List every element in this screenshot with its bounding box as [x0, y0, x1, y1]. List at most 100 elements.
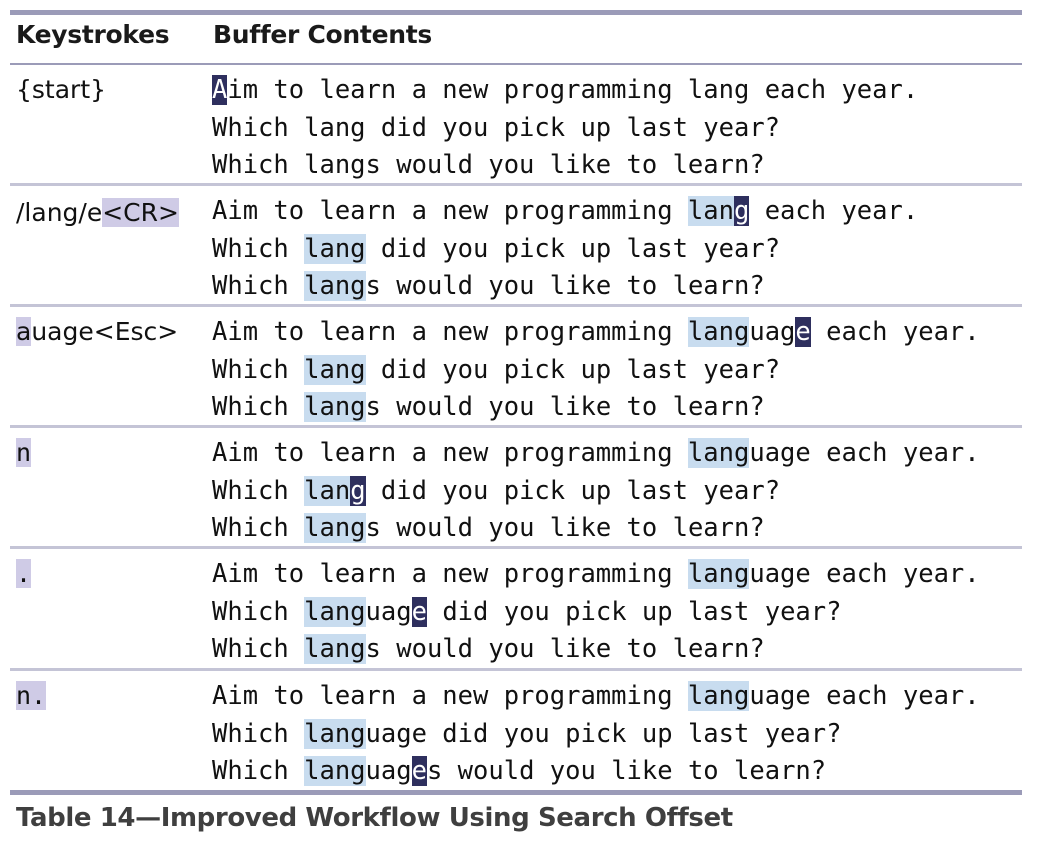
search-match-highlight: lan: [304, 475, 351, 506]
cursor: g: [733, 196, 750, 226]
buffer-text: did you pick up last year?: [426, 596, 842, 627]
table-caption: Table 14—Improved Workflow Using Search …: [16, 803, 733, 833]
cursor: e: [795, 317, 811, 347]
key-highlight: .: [16, 559, 32, 588]
buffer-text: uag: [365, 596, 412, 627]
buffer-text: did you pick up last year?: [365, 354, 781, 385]
search-match-highlight: lang: [304, 271, 366, 301]
keystrokes-cell: auage<Esc>: [16, 314, 178, 350]
buffer-line: Which lang did you pick up last year?: [212, 110, 918, 148]
buffer-line: Which lang did you pick up last year?: [212, 473, 980, 511]
buffer-contents-cell: Aim to learn a new programming language …: [212, 435, 980, 548]
buffer-text: Which: [212, 718, 305, 749]
search-match-highlight: lang: [304, 233, 366, 264]
buffer-text: Aim to learn a new programming: [212, 438, 688, 468]
row-divider: [10, 304, 1022, 307]
buffer-contents-cell: Aim to learn a new programming lang each…: [212, 72, 918, 185]
buffer-line: Aim to learn a new programming lang each…: [212, 193, 918, 231]
buffer-text: s would you like to learn?: [426, 756, 827, 786]
keystrokes-cell: /lang/e<CR>: [16, 195, 179, 231]
cursor: A: [212, 75, 228, 105]
buffer-line: Which language did you pick up last year…: [212, 716, 980, 754]
key-highlight: n: [16, 438, 32, 467]
header-rule: [10, 63, 1022, 65]
search-match-highlight: lang: [304, 354, 366, 385]
buffer-text: Which: [212, 596, 305, 627]
buffer-text: uage each year.: [749, 559, 980, 589]
table-bottom-rule: [10, 790, 1022, 795]
buffer-text: Which: [212, 475, 305, 506]
cursor: e: [411, 756, 427, 786]
buffer-text: uag: [749, 317, 796, 347]
row-divider: [10, 425, 1022, 428]
buffer-text: im to learn a new programming lang each …: [227, 75, 919, 105]
buffer-contents-cell: Aim to learn a new programming language …: [212, 314, 980, 427]
search-match-highlight: lang: [687, 438, 750, 468]
buffer-line: Which languages would you like to learn?: [212, 753, 980, 791]
keystroke-text: /lang/e: [16, 198, 103, 227]
buffer-contents-cell: Aim to learn a new programming lang uage …: [212, 556, 980, 669]
buffer-text: s would you like to learn?: [365, 634, 765, 664]
buffer-line: Aim to learn a new programming lang each…: [212, 72, 918, 110]
buffer-line: Which lang did you pick up last year?: [212, 231, 918, 269]
buffer-text: Which: [212, 354, 305, 385]
search-match-highlight: lang: [304, 756, 366, 786]
buffer-text: Which: [212, 233, 305, 264]
buffer-text: Which: [212, 513, 305, 543]
buffer-line: Which lang did you pick up last year?: [212, 352, 980, 390]
buffer-line: Aim to learn a new programming language …: [212, 435, 980, 473]
buffer-text: Aim to learn a new programming: [212, 317, 688, 347]
search-match-highlight: lang: [304, 596, 366, 627]
buffer-text: Which lang did you pick up last year?: [212, 112, 781, 143]
buffer-line: Aim to learn a new programming language …: [212, 314, 980, 352]
buffer-line: Which langs would you like to learn?: [212, 389, 980, 427]
buffer-contents-cell: Aim to learn a new programming lang each…: [212, 193, 918, 306]
buffer-line: Which langs would you like to learn?: [212, 147, 918, 185]
keystrokes-cell: n: [16, 435, 32, 471]
keystrokes-header: Keystrokes: [16, 20, 170, 49]
buffer-text: Which: [212, 392, 305, 422]
buffer-text: Which: [212, 271, 305, 301]
search-match-highlight: lang: [304, 392, 366, 422]
row-divider: [10, 546, 1022, 549]
buffer-line: Aim to learn a new programming language …: [212, 556, 980, 594]
buffer-line: Which langs would you like to learn?: [212, 510, 980, 548]
buffer-text: Which: [212, 634, 305, 664]
buffer-text: Aim to learn a new programming: [212, 559, 688, 589]
buffer-text: did you pick up last year?: [365, 233, 781, 264]
buffer-text: s would you like to learn?: [365, 392, 765, 422]
search-match-highlight: lang: [304, 718, 366, 749]
buffer-text: uag: [365, 756, 412, 786]
buffer-text: uage each year.: [749, 681, 980, 711]
buffer-line: Which langs would you like to learn?: [212, 268, 918, 306]
row-divider: [10, 668, 1022, 671]
keystrokes-cell: n.: [16, 678, 47, 714]
search-match-highlight: lan: [687, 196, 734, 226]
buffer-line: Aim to learn a new programming language …: [212, 678, 980, 716]
table-top-rule: [10, 10, 1022, 15]
search-match-highlight: lang: [304, 513, 366, 543]
keystrokes-cell: {start}: [16, 72, 106, 108]
buffer-text: Which: [212, 756, 305, 786]
buffer-text: Aim to learn a new programming: [212, 196, 688, 226]
buffer-text: did you pick up last year?: [365, 475, 781, 506]
buffer-contents-cell: Aim to learn a new programming language …: [212, 678, 980, 791]
key-highlight: <CR>: [102, 198, 179, 227]
key-highlight: n.: [16, 681, 47, 710]
key-highlight: a: [16, 317, 32, 346]
buffer-text: each year.: [810, 317, 980, 347]
buffer-text: each year.: [749, 196, 919, 226]
keystroke-text: uage<Esc>: [31, 317, 179, 346]
buffer-text: Aim to learn a new programming: [212, 681, 688, 711]
search-match-highlight: lang: [304, 634, 366, 664]
keystrokes-cell: .: [16, 556, 32, 592]
keystroke-text: {start}: [16, 75, 107, 104]
buffer-text: s would you like to learn?: [365, 513, 765, 543]
buffer-text: uage did you pick up last year?: [365, 718, 842, 749]
row-divider: [10, 183, 1022, 186]
search-match-highlight: lang: [687, 317, 750, 347]
buffer-contents-header: Buffer Contents: [213, 20, 432, 49]
search-match-highlight: lang: [687, 681, 750, 711]
buffer-text: uage each year.: [749, 438, 980, 468]
